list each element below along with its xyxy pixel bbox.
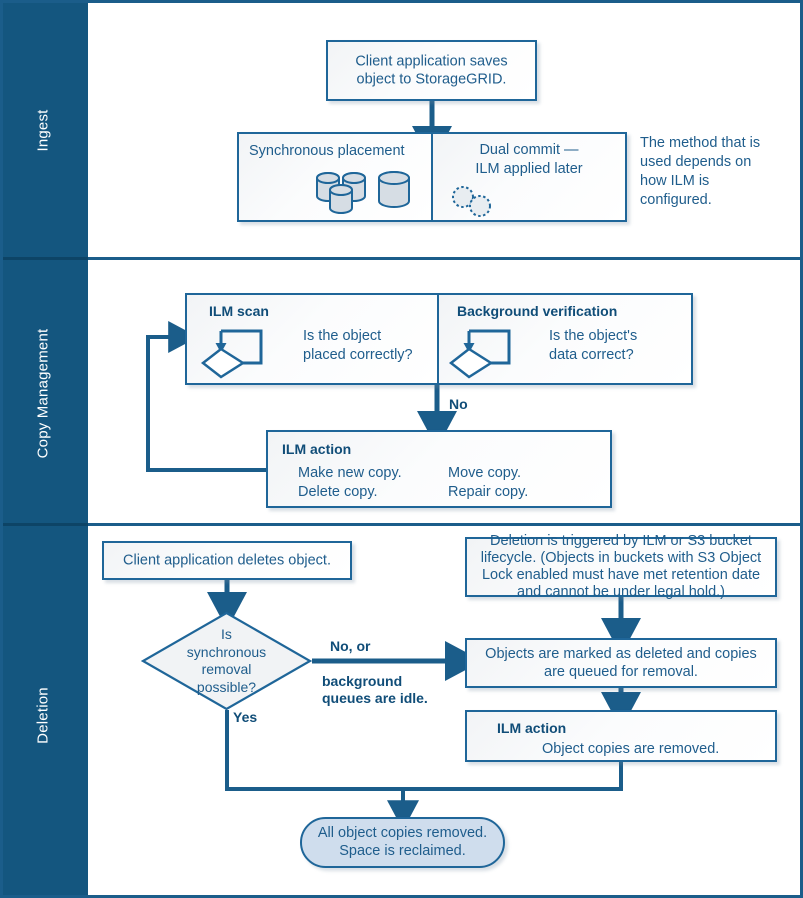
decision-line2: synchronous [186,643,267,660]
dual-commit-title-line2: ILM applied later [475,160,583,177]
ilm-action-deletion-box: ILM action Object copies are removed. [465,710,777,762]
synchronous-placement-box: Synchronous placement [237,132,433,222]
branch-no-label-line2: background [322,673,403,689]
all-copies-removed-terminal: All object copies removed. Space is recl… [300,817,505,868]
band-sidebar [3,3,88,895]
sync-removal-decision: Is synchronous removal possible? [141,611,312,711]
sync-removal-decision-text: Is synchronous removal possible? [141,626,312,696]
background-verification-box: Background verification Is the object's … [437,293,693,385]
band-divider-2 [3,523,88,526]
client-delete-box: Client application deletes object. [102,541,352,580]
branch-no-label-line3: queues are idle. [322,690,428,706]
ilm-action-copy-box: ILM action Make new copy. Delete copy. M… [266,430,612,508]
dual-commit-box: Dual commit — ILM applied later [431,132,627,222]
ilm-scan-box: ILM scan Is the object placed correctly? [185,293,439,385]
objects-marked-deleted-box: Objects are marked as deleted and copies… [465,638,777,688]
marked-line2: are queued for removal. [544,664,698,680]
ilm-action-copy-title: ILM action [282,441,352,457]
decision-line1: Is [221,626,232,642]
branch-yes-label: Yes [233,709,258,725]
band-label-ingest: Ingest [34,109,52,152]
ilm-loop-icon [199,317,271,389]
client-save-line2: object to StorageGRID. [356,71,507,88]
terminal-line2: Space is reclaimed. [339,843,466,860]
ilm-action-deletion-body: Object copies are removed. [542,741,720,757]
ilm-action-repair-copy: Repair copy. [448,483,529,500]
section-separator-1 [88,257,800,260]
copy-management-pair: ILM scan Is the object placed correctly?… [185,293,693,385]
decision-line4: possible? [196,678,257,695]
no-branch-label: No [449,396,468,412]
band-label-deletion: Deletion [34,687,52,744]
trigger-line1: Deletion is triggered by ILM or S3 bucke… [490,532,752,549]
ingest-note-line2: used depends on [640,154,752,171]
section-separator-2 [88,523,800,526]
trigger-line3: Lock enabled must have met retention dat… [481,567,761,583]
ilm-scan-question-line1: Is the object [303,328,382,344]
decision-line3: removal [201,661,252,677]
verification-loop-icon [447,317,519,389]
ilm-action-delete-copy: Delete copy. [298,483,378,500]
dashed-objects-icon [449,184,505,226]
storage-cylinders-icon [311,168,421,222]
trigger-line2: lifecycle. (Objects in buckets with S3 O… [480,549,762,566]
ingest-note-line1: The method that is [640,135,761,151]
branch-no-label-line1: No, or [330,638,371,654]
client-delete-text: Client application deletes object. [123,552,331,569]
background-verification-question-line1: Is the object's [549,328,638,344]
client-save-box: Client application saves object to Stora… [326,40,537,101]
band-divider-1 [3,257,88,260]
background-verification-question-line2: data correct? [549,346,634,363]
ingest-method-pair: Synchronous placement [237,132,627,222]
deletion-trigger-box: Deletion is triggered by ILM or S3 bucke… [465,533,777,600]
ilm-scan-question-line2: placed correctly? [303,346,413,363]
ilm-action-move-copy: Move copy. [448,465,522,481]
ilm-action-make-copy: Make new copy. [298,465,402,481]
ingest-note-line4: configured. [640,192,712,209]
terminal-line1: All object copies removed. [317,824,488,841]
ilm-scan-title: ILM scan [209,303,269,319]
band-label-copy-management: Copy Management [34,328,52,459]
dual-commit-title-line1: Dual commit — [479,142,579,158]
background-verification-title: Background verification [457,303,618,319]
synchronous-placement-title: Synchronous placement [249,143,405,159]
ingest-note-line3: how ILM is [640,173,710,190]
trigger-line4: and cannot be under legal hold.) [517,584,725,601]
client-save-line1: Client application saves [355,52,508,69]
ingest-method-note: The method that is used depends on how I… [640,134,790,211]
ilm-action-deletion-title: ILM action [497,720,567,736]
marked-line1: Objects are marked as deleted and copies [485,645,757,662]
